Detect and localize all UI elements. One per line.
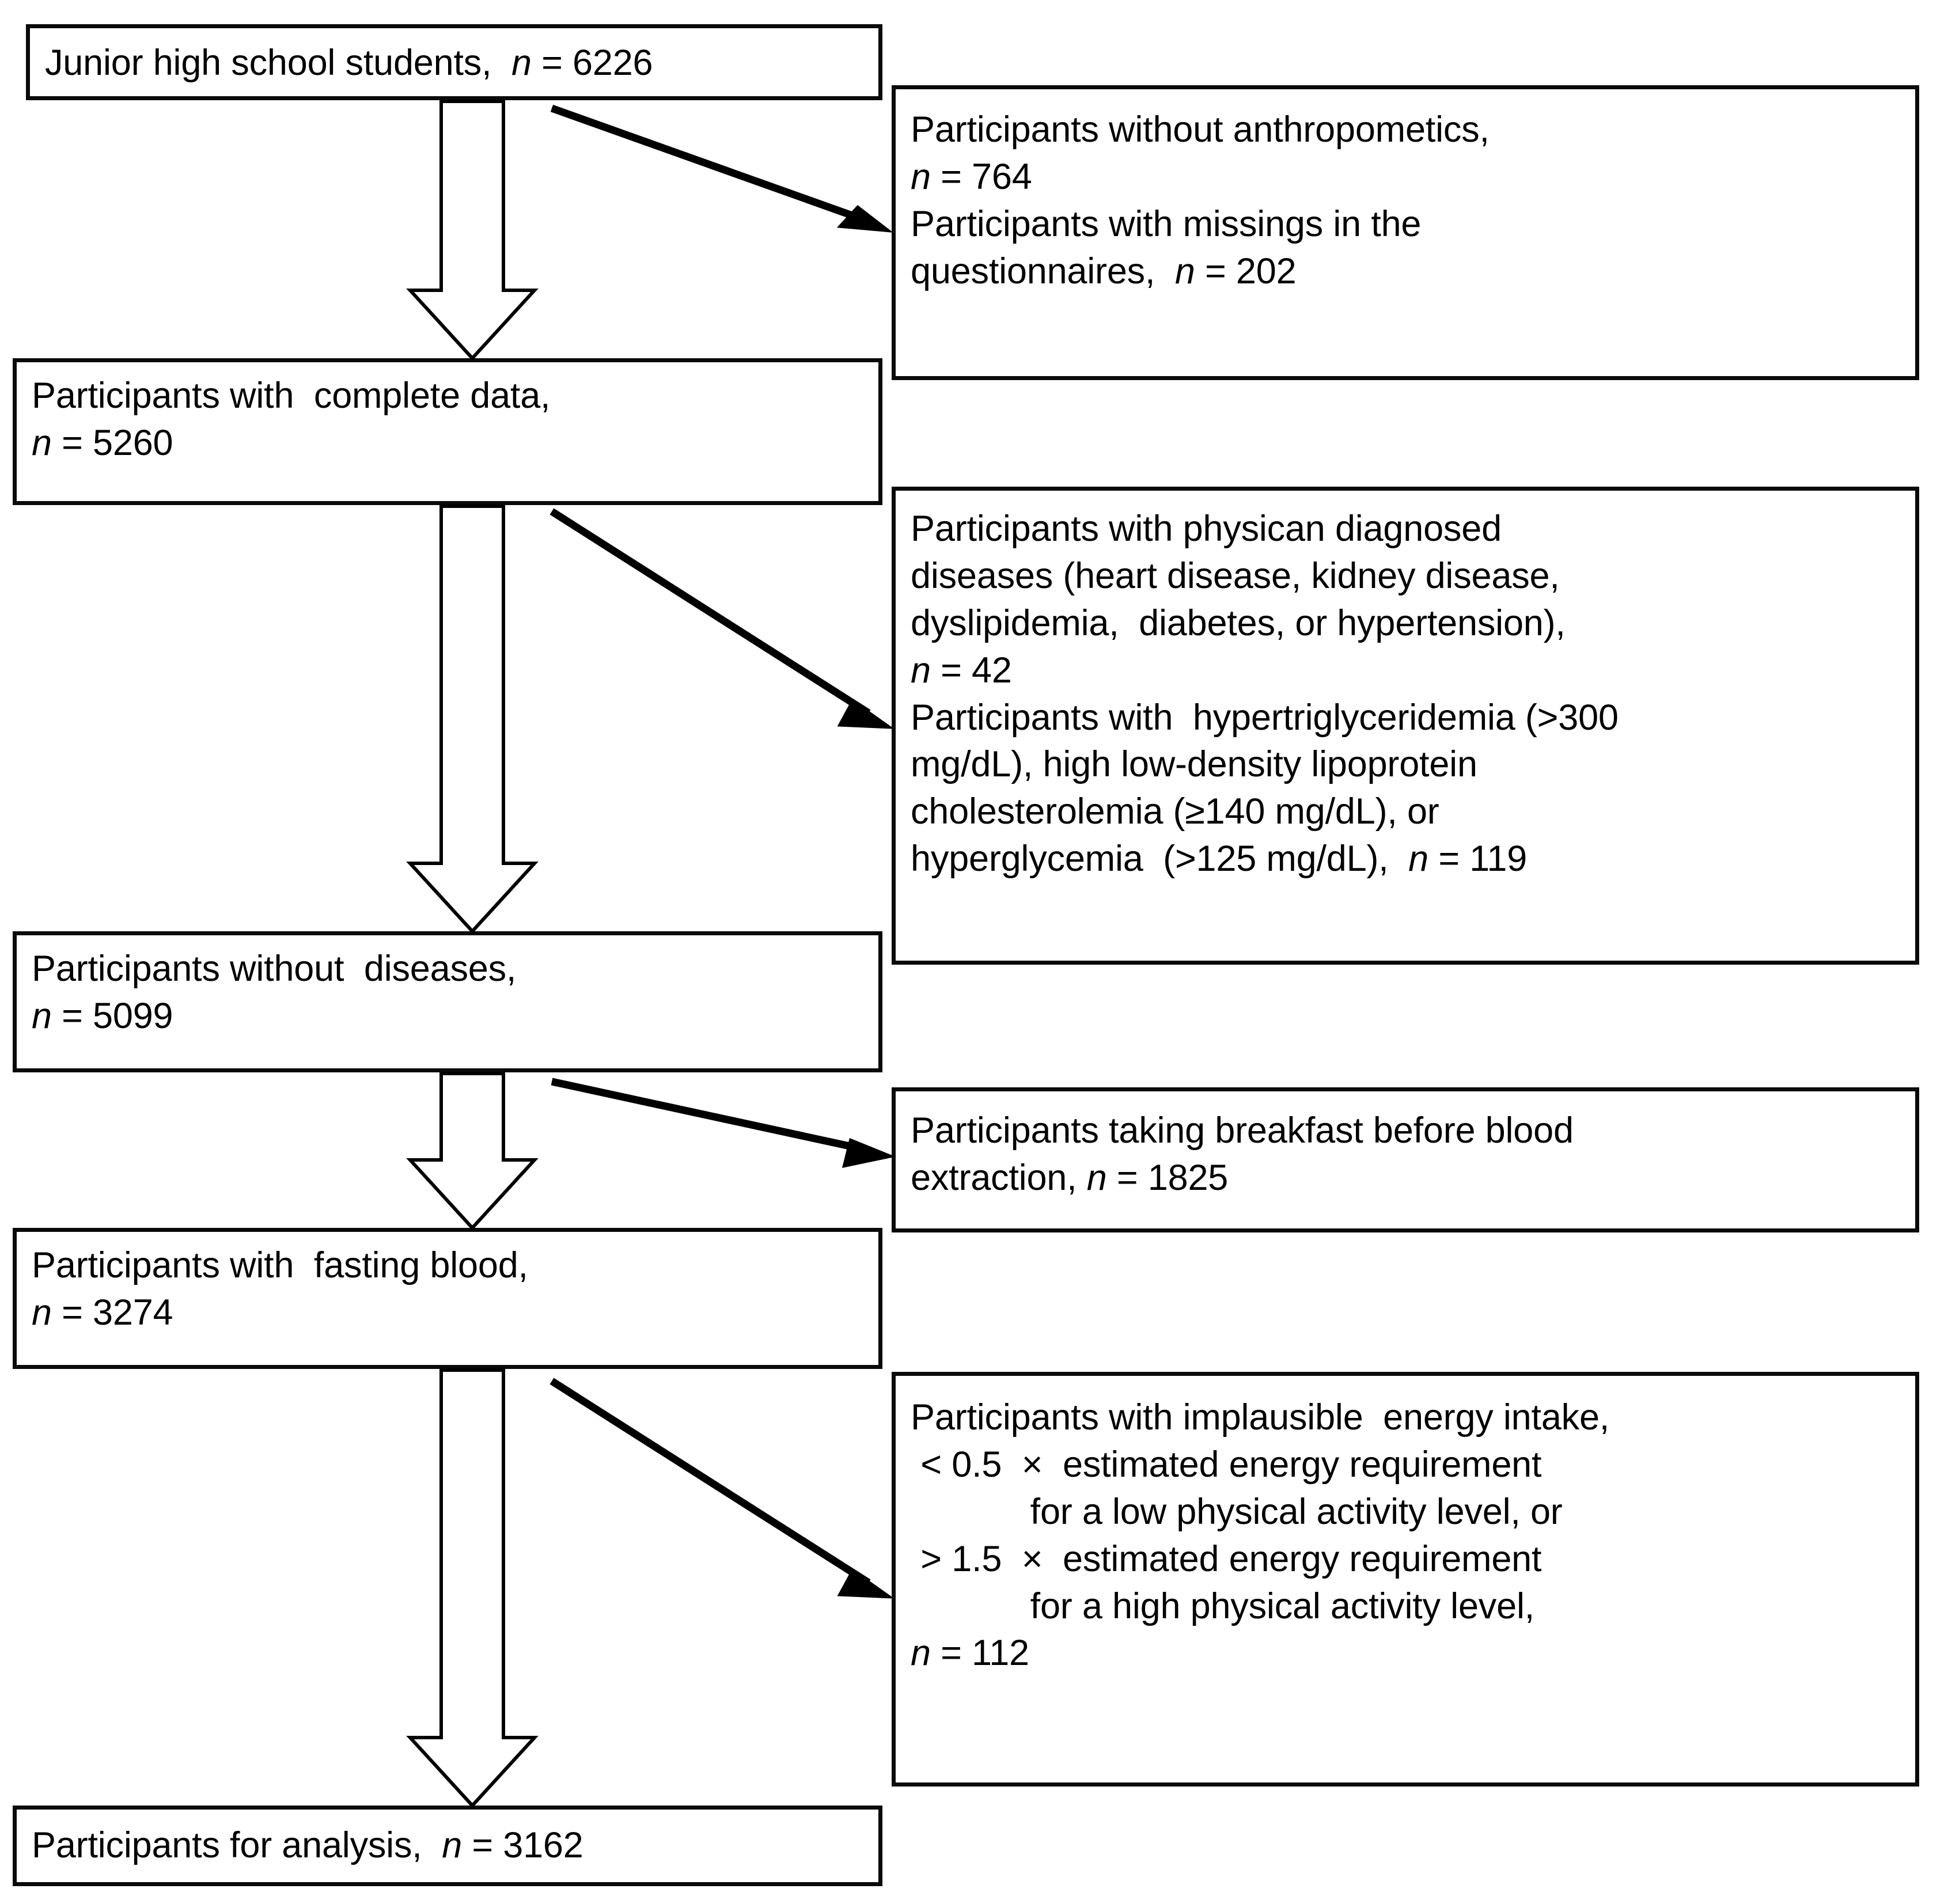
box-line: diseases (heart disease, kidney disease,: [911, 555, 1560, 596]
box-exclusion-anthropometrics-questionnaires: Participants without anthropometics, n =…: [892, 85, 1919, 380]
box-junior-high-school-students: Junior high school students, n = 6226: [26, 24, 882, 100]
box-participants-with-fasting-blood: Participants with fasting blood, n = 327…: [13, 1228, 882, 1369]
down-arrow-4: [406, 1368, 539, 1808]
box-line: dyslipidemia, diabetes, or hypertension)…: [911, 602, 1566, 643]
box-line: n = 5260: [32, 422, 173, 463]
box-line: Participants with implausible energy int…: [911, 1397, 1610, 1438]
box-line: Participants without anthropometics,: [911, 109, 1490, 150]
box-line: cholesterolemia (≥140 mg/dL), or: [911, 791, 1439, 832]
box-line: Participants with physican diagnosed: [911, 509, 1502, 549]
box-participants-with-complete-data: Participants with complete data, n = 526…: [13, 358, 882, 505]
box-exclusion-breakfast-before-blood-extraction: Participants taking breakfast before blo…: [892, 1087, 1919, 1232]
box-line: Participants with missings in the: [911, 203, 1422, 244]
box-exclusion-diagnosed-diseases-and-lipids: Participants with physican diagnosed dis…: [892, 487, 1919, 965]
box-line: extraction, n = 1825: [911, 1157, 1229, 1198]
box-line: for a low physical activity level, or: [911, 1491, 1563, 1532]
box-line: Participants with fasting blood,: [32, 1245, 528, 1285]
box-line: > 1.5 × estimated energy requirement: [911, 1538, 1542, 1579]
box-line: Participants with hypertriglyceridemia (…: [911, 697, 1619, 738]
box-participants-for-analysis: Participants for analysis, n = 3162: [13, 1806, 882, 1886]
box-line: Participants taking breakfast before blo…: [911, 1110, 1574, 1151]
down-arrow-3: [406, 1072, 539, 1231]
box-line: n = 764: [911, 156, 1032, 197]
down-arrow-2: [406, 505, 539, 934]
box-line: n = 42: [911, 650, 1012, 691]
box-line: Participants without diseases,: [32, 949, 517, 989]
exclusion-arrow-1: [550, 104, 893, 233]
box-line: questionnaires, n = 202: [911, 251, 1297, 291]
box-line: n = 3274: [32, 1292, 173, 1333]
exclusion-arrow-3: [551, 1078, 896, 1168]
down-arrow-1: [406, 100, 539, 361]
box-line: hyperglycemia (>125 mg/dL), n = 119: [911, 839, 1528, 879]
box-line: n = 112: [911, 1633, 1029, 1674]
box-line: n = 5099: [32, 995, 173, 1036]
box-participants-without-diseases: Participants without diseases, n = 5099: [13, 931, 882, 1072]
box-line: Junior high school students, n = 6226: [45, 43, 653, 83]
box-line: mg/dL), high low-density lipoprotein: [911, 744, 1477, 785]
box-line: for a high physical activity level,: [911, 1586, 1535, 1626]
exclusion-arrow-4: [549, 1378, 895, 1599]
box-line: Participants for analysis, n = 3162: [32, 1825, 583, 1865]
box-line: < 0.5 × estimated energy requirement: [911, 1444, 1542, 1485]
box-exclusion-implausible-energy-intake: Participants with implausible energy int…: [892, 1372, 1919, 1787]
exclusion-arrow-2: [549, 508, 895, 729]
box-line: Participants with complete data,: [32, 376, 551, 416]
